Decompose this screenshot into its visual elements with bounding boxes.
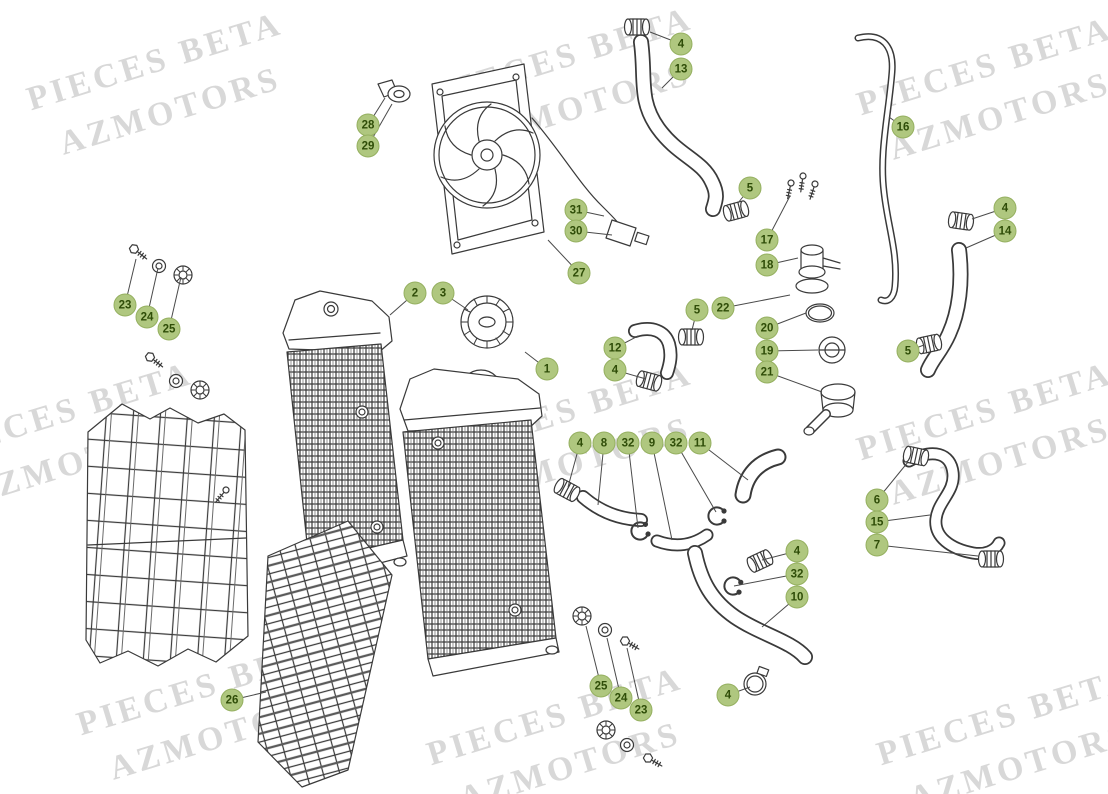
tube-9 (650, 528, 714, 552)
callout-13: 13 (669, 57, 693, 81)
callout-4: 4 (993, 196, 1017, 220)
callout-5: 5 (685, 298, 709, 322)
callout-5: 5 (738, 176, 762, 200)
callout-17: 17 (755, 228, 779, 252)
radiator-cap (460, 295, 514, 349)
callout-4: 4 (603, 358, 627, 382)
callout-6: 6 (865, 488, 889, 512)
callout-30: 30 (564, 219, 588, 243)
callout-26: 26 (220, 688, 244, 712)
elbow-11 (734, 448, 787, 504)
hose-right-14 (920, 242, 969, 378)
overflow-hose-16 (854, 33, 900, 305)
callout-18: 18 (755, 253, 779, 277)
callout-12: 12 (603, 336, 627, 360)
callout-10: 10 (785, 585, 809, 609)
callout-23: 23 (629, 698, 653, 722)
elbow-hose-12 (628, 322, 678, 380)
callout-4: 4 (669, 32, 693, 56)
hose-upper-13 (633, 34, 724, 217)
thermostat-housing (803, 383, 856, 436)
callout-22: 22 (711, 296, 735, 320)
thermostat-assembly (784, 172, 856, 436)
callout-8: 8 (592, 431, 616, 455)
callout-4: 4 (568, 431, 592, 455)
callout-28: 28 (356, 113, 380, 137)
radiator-right (399, 368, 560, 677)
callout-5: 5 (896, 339, 920, 363)
mounting-grommets (355, 405, 522, 617)
callout-20: 20 (755, 316, 779, 340)
callout-4: 4 (716, 683, 740, 707)
callout-11: 11 (688, 431, 712, 455)
louver-panel (85, 403, 249, 667)
callout-23: 23 (113, 293, 137, 317)
hose-lower-10 (687, 545, 813, 665)
callout-4: 4 (785, 539, 809, 563)
callout-3: 3 (431, 281, 455, 305)
callout-32: 32 (664, 431, 688, 455)
callout-14: 14 (993, 219, 1017, 243)
callout-25: 25 (157, 317, 181, 341)
callout-1: 1 (535, 357, 559, 381)
callout-16: 16 (891, 115, 915, 139)
callout-7: 7 (865, 533, 889, 557)
radiator-grille (257, 520, 393, 788)
fan-assembly (377, 63, 650, 255)
thermostat-valve (818, 336, 846, 364)
callout-31: 31 (564, 198, 588, 222)
wire-plug (634, 231, 650, 246)
callout-9: 9 (640, 431, 664, 455)
callout-27: 27 (567, 261, 591, 285)
callout-15: 15 (865, 510, 889, 534)
fan-blades (440, 103, 534, 207)
callout-24: 24 (135, 305, 159, 329)
callout-29: 29 (356, 134, 380, 158)
callout-32: 32 (616, 431, 640, 455)
callout-2: 2 (403, 281, 427, 305)
callout-32: 32 (785, 562, 809, 586)
callout-19: 19 (755, 339, 779, 363)
fan-sensor (377, 79, 411, 103)
callout-21: 21 (755, 360, 779, 384)
